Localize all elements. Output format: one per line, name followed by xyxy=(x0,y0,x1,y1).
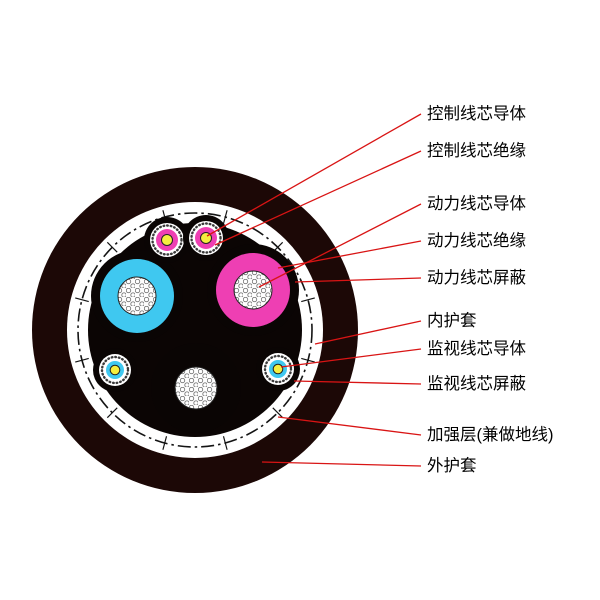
power-core-left xyxy=(91,250,183,342)
leader-line xyxy=(280,348,422,368)
monitor-core-left xyxy=(93,348,137,392)
power-core-conductor-strands xyxy=(117,276,157,316)
control-core-right xyxy=(183,215,229,261)
monitor-core-braid-dots xyxy=(263,354,293,384)
callout-label: 动力线芯屏蔽 xyxy=(427,268,527,287)
callout-label: 监视线芯屏蔽 xyxy=(427,374,527,393)
monitor-core-conductor-dot xyxy=(109,364,121,376)
leader-line xyxy=(293,380,422,385)
callout-label: 控制线芯绝缘 xyxy=(427,141,526,160)
reinforcement-dash-circle xyxy=(77,212,313,448)
callout-label: 动力线芯绝缘 xyxy=(427,231,526,250)
leader-line xyxy=(294,277,422,283)
leader-line xyxy=(277,240,422,269)
power-core-conductor-strands xyxy=(233,270,273,310)
callouts: 控制线芯导体 控制线芯绝缘 动力线芯导体 动力线芯绝缘 动力线芯屏蔽 内护套 监… xyxy=(206,104,554,475)
callout-control-core-conductor: 控制线芯导体 xyxy=(206,104,527,237)
callout-label: 动力线芯导体 xyxy=(427,194,527,213)
callout-monitor-core-conductor: 监视线芯导体 xyxy=(280,339,527,368)
callout-power-core-shield: 动力线芯屏蔽 xyxy=(294,268,527,287)
callout-outer-sheath: 外护套 xyxy=(261,456,477,475)
control-core-braid-dots xyxy=(151,224,183,256)
control-core-left xyxy=(144,217,190,263)
power-core-right xyxy=(207,244,299,336)
reinforcement-layer-ring xyxy=(75,210,315,450)
leader-line xyxy=(261,461,422,467)
leader-line xyxy=(277,416,422,436)
monitor-core-braid-dots xyxy=(100,355,130,385)
reinforcement-ticks xyxy=(75,210,315,450)
callout-label: 控制线芯导体 xyxy=(427,104,527,123)
callout-power-core-insulation: 动力线芯绝缘 xyxy=(277,231,526,269)
callout-label: 监视线芯导体 xyxy=(427,339,527,358)
callout-monitor-core-shield: 监视线芯屏蔽 xyxy=(293,374,527,393)
control-core-conductor-dot xyxy=(161,234,173,246)
leader-line xyxy=(214,150,422,246)
callout-label: 内护套 xyxy=(427,311,477,330)
callout-label: 加强层(兼做地线) xyxy=(427,425,554,444)
leader-line xyxy=(314,320,422,345)
callout-power-core-conductor: 动力线芯导体 xyxy=(258,194,527,288)
leader-line xyxy=(258,203,422,288)
monitor-core-right xyxy=(256,347,300,391)
power-core-conductor-strands xyxy=(174,366,218,410)
leader-line xyxy=(206,113,422,237)
cable-body xyxy=(32,167,358,493)
power-core-bottom xyxy=(151,343,241,433)
callout-label: 外护套 xyxy=(427,456,477,475)
control-core-braid-dots xyxy=(190,222,222,254)
callout-control-core-insulation: 控制线芯绝缘 xyxy=(214,141,526,246)
monitor-core-conductor-dot xyxy=(272,363,284,375)
callout-inner-sheath: 内护套 xyxy=(314,311,477,345)
callout-reinforcement-layer: 加强层(兼做地线) xyxy=(277,416,554,444)
